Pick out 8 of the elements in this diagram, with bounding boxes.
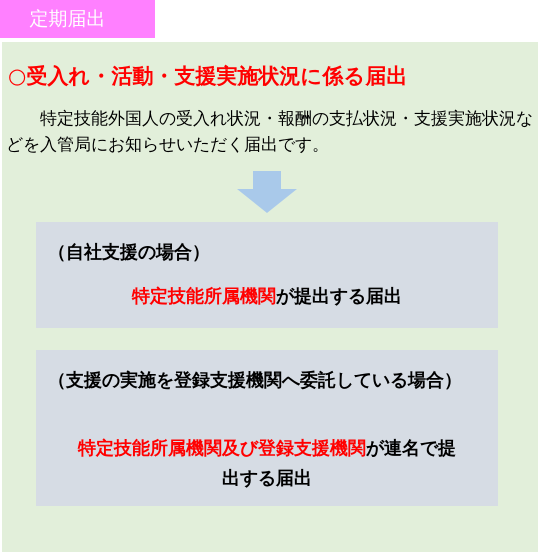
case-heading: （支援の実施を登録支援機関へ委託している場合） bbox=[48, 369, 463, 393]
case-heading: （自社支援の場合） bbox=[48, 241, 211, 265]
description: 特定技能外国人の受入れ状況・報酬の支払状況・支援実施状況などを入管局にお知らせいただく届出です。 bbox=[6, 108, 534, 157]
panel-background bbox=[2, 42, 538, 552]
case-description: 特定技能所属機関及び登録支援機関が連名で提出する届出 bbox=[76, 437, 457, 491]
title-tab: 定期届出 bbox=[0, 0, 155, 38]
heading: ○受入れ・活動・支援実施状況に係る届出 bbox=[8, 63, 408, 90]
case-description: 特定技能所属機関が提出する届出 bbox=[130, 285, 403, 309]
